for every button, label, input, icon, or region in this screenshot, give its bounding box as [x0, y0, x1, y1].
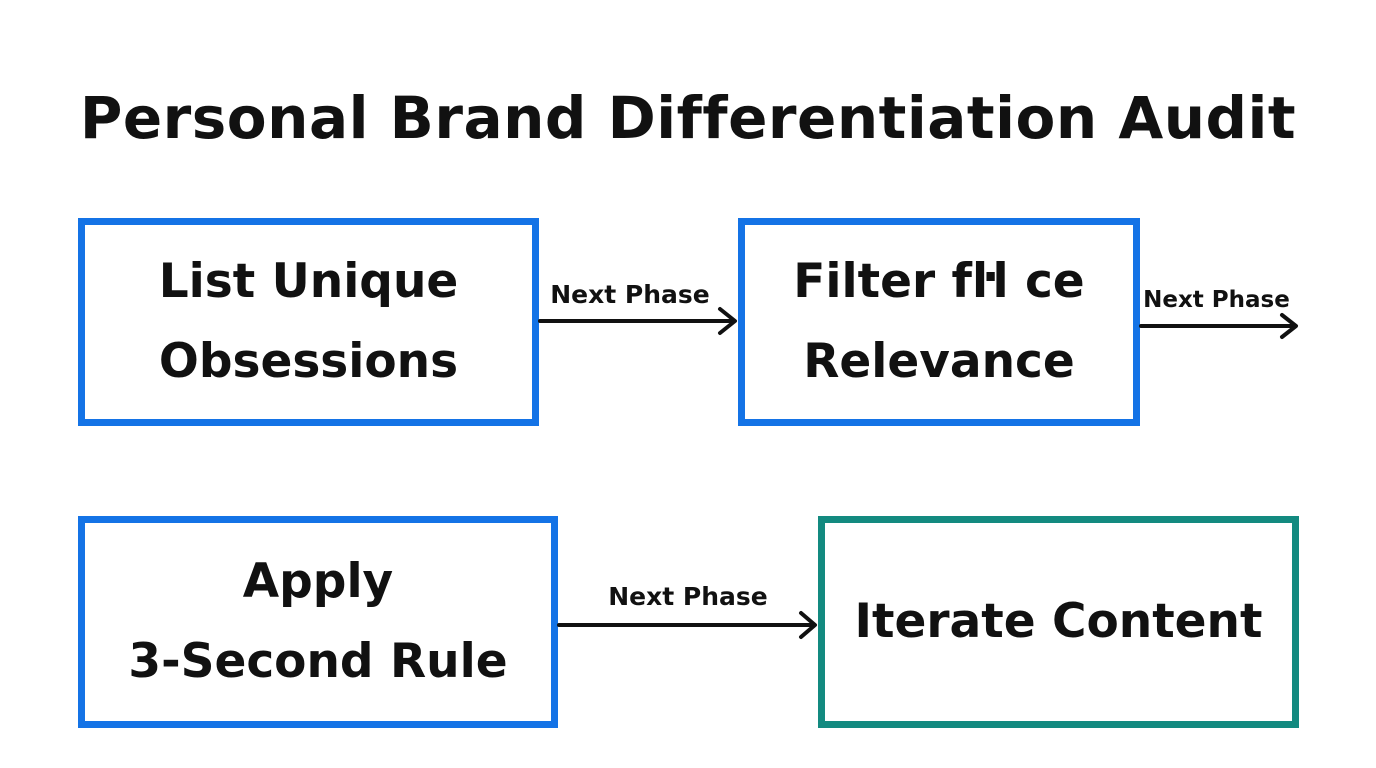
- arrow-label: Next Phase: [1143, 287, 1290, 313]
- arrow-label: Next Phase: [550, 280, 710, 309]
- step-box-apply-3-second-rule: Apply 3-Second Rule: [78, 516, 558, 728]
- arrow-2: [1139, 313, 1298, 339]
- step-label-line: Obsessions: [158, 334, 459, 389]
- step-label-line: Iterate Content: [854, 594, 1263, 649]
- step-box-filter-relevance: Filter fŀl ce Relevance: [738, 218, 1140, 426]
- arrow-1: [538, 307, 737, 335]
- arrow-label: Next Phase: [608, 582, 768, 611]
- step-box-iterate-content: Iterate Content: [818, 516, 1299, 728]
- step-label-line: Relevance: [803, 334, 1075, 389]
- arrow-3: [557, 611, 817, 639]
- diagram-title: Personal Brand Differentiation Audit: [79, 84, 1297, 152]
- step-label-line: 3-Second Rule: [128, 634, 508, 689]
- step-label-line: Filter fŀl ce: [793, 254, 1085, 309]
- step-label-line: Apply: [242, 554, 394, 609]
- step-label-line: List Unique: [158, 254, 459, 309]
- step-box-list-unique-obsessions: List Unique Obsessions: [78, 218, 539, 426]
